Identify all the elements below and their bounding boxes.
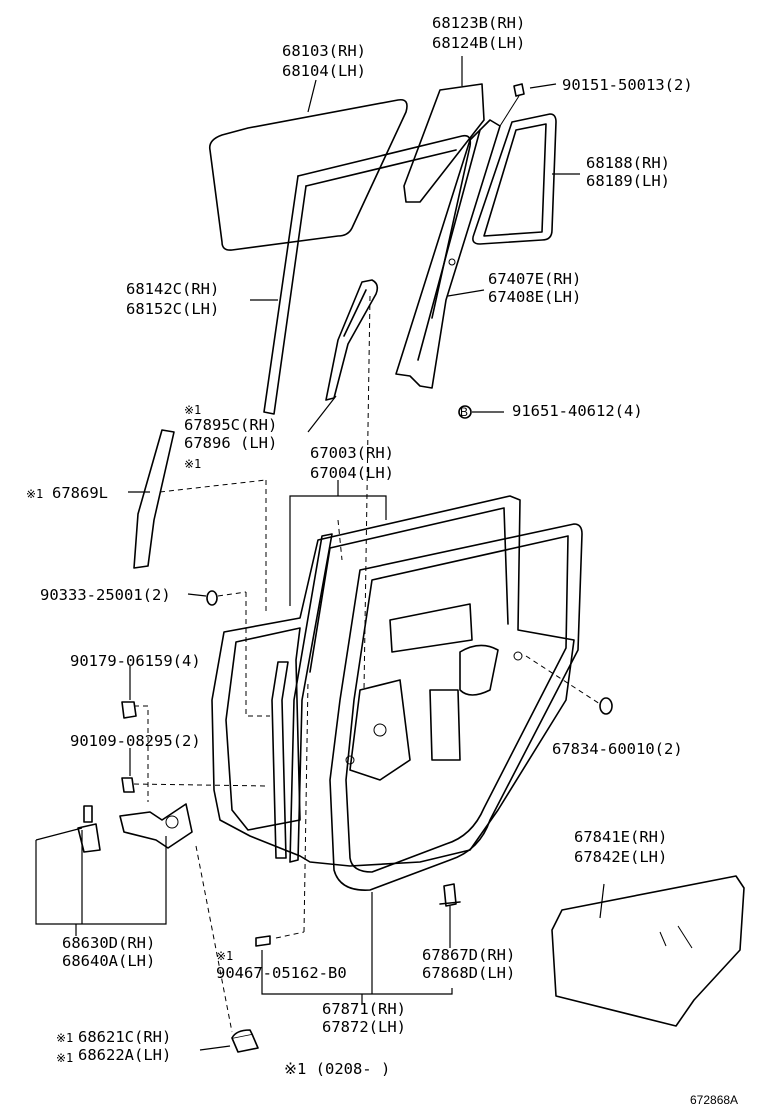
label-67407e: 67407E(RH) [488,270,581,288]
mark-68622: ※1 [56,1051,73,1065]
label-68189: 68189(LH) [586,172,670,190]
label-67842e: 67842E(LH) [574,848,667,866]
label-68621c: 68621C(RH) [78,1028,171,1046]
label-67896: 67896 (LH) [184,434,277,452]
label-67408e: 67408E(LH) [488,288,581,306]
clip-67867d[interactable] [439,883,461,907]
label-68123b: 68123B(RH) [432,14,525,32]
seal-67869l[interactable] [133,429,175,569]
label-67841e: 67841E(RH) [574,828,667,846]
label-90333: 90333-25001(2) [40,586,171,604]
label-67872: 67872(LH) [322,1018,406,1036]
mark-67895: ※1 [184,403,201,417]
label-67868d: 67868D(LH) [422,964,515,982]
label-68622a: 68622A(LH) [78,1046,171,1064]
division-bar-67407e[interactable] [395,119,501,389]
door-weatherstrip-67871[interactable] [329,523,583,891]
service-hole-cover-67841e[interactable] [551,875,745,1027]
screw-90467[interactable] [255,935,271,947]
label-67869l: 67869L [52,484,108,502]
label-67834: 67834-60010(2) [552,740,683,758]
quarter-weatherstrip-68188[interactable] [472,113,557,245]
quarter-glass-68123b[interactable] [403,83,485,203]
bolt-90179[interactable] [121,701,137,719]
glass-68103[interactable] [208,98,408,251]
run-channel-68142c[interactable] [263,134,472,415]
label-67895c: 67895C(RH) [184,416,277,434]
label-68103: 68103(RH) [282,42,366,60]
label-68630d: 68630D(RH) [62,934,155,952]
label-68124b: 68124B(LH) [432,34,525,52]
weatherstrip-67895c[interactable] [325,279,379,401]
diagram-code: 672868A [690,1093,738,1107]
mark-68621: ※1 [56,1031,73,1045]
callout-labels: 68103(RH) 68104(LH) 68123B(RH) 68124B(LH… [26,14,738,1107]
label-67004: 67004(LH) [310,464,394,482]
assembly-lines [133,295,601,1033]
plug-67834[interactable] [599,697,613,715]
weatherstrip-front-edge[interactable] [271,533,333,863]
mark-67896: ※1 [184,457,201,471]
label-68640a: 68640A(LH) [62,952,155,970]
label-90151: 90151-50013(2) [562,76,693,94]
door-panel-67003[interactable] [211,495,575,867]
label-68142c: 68142C(RH) [126,280,219,298]
leader-lines [35,56,605,1051]
footnote: ※1 (0208- ) [284,1060,390,1078]
hinge-68630d[interactable] [77,803,193,853]
plug-90333[interactable] [206,590,218,606]
label-90179: 90179-06159(4) [70,652,201,670]
bolt-mark: B [460,405,468,419]
label-68188: 68188(RH) [586,154,670,172]
cover-68621c[interactable] [231,1029,259,1053]
label-68152c: 68152C(LH) [126,300,219,318]
label-68104: 68104(LH) [282,62,366,80]
label-90467: 90467-05162-B0 [216,964,347,982]
label-67003: 67003(RH) [310,444,394,462]
label-67871: 67871(RH) [322,1000,406,1018]
label-67867d: 67867D(RH) [422,946,515,964]
bolt-90109[interactable] [121,777,135,793]
bolt-91651[interactable]: B [458,405,472,419]
mark-90467: ※1 [216,949,233,963]
mark-67869: ※1 [26,487,43,501]
screw-90151[interactable] [499,83,525,127]
label-90109: 90109-08295(2) [70,732,201,750]
label-91651: 91651-40612(4) [512,402,643,420]
